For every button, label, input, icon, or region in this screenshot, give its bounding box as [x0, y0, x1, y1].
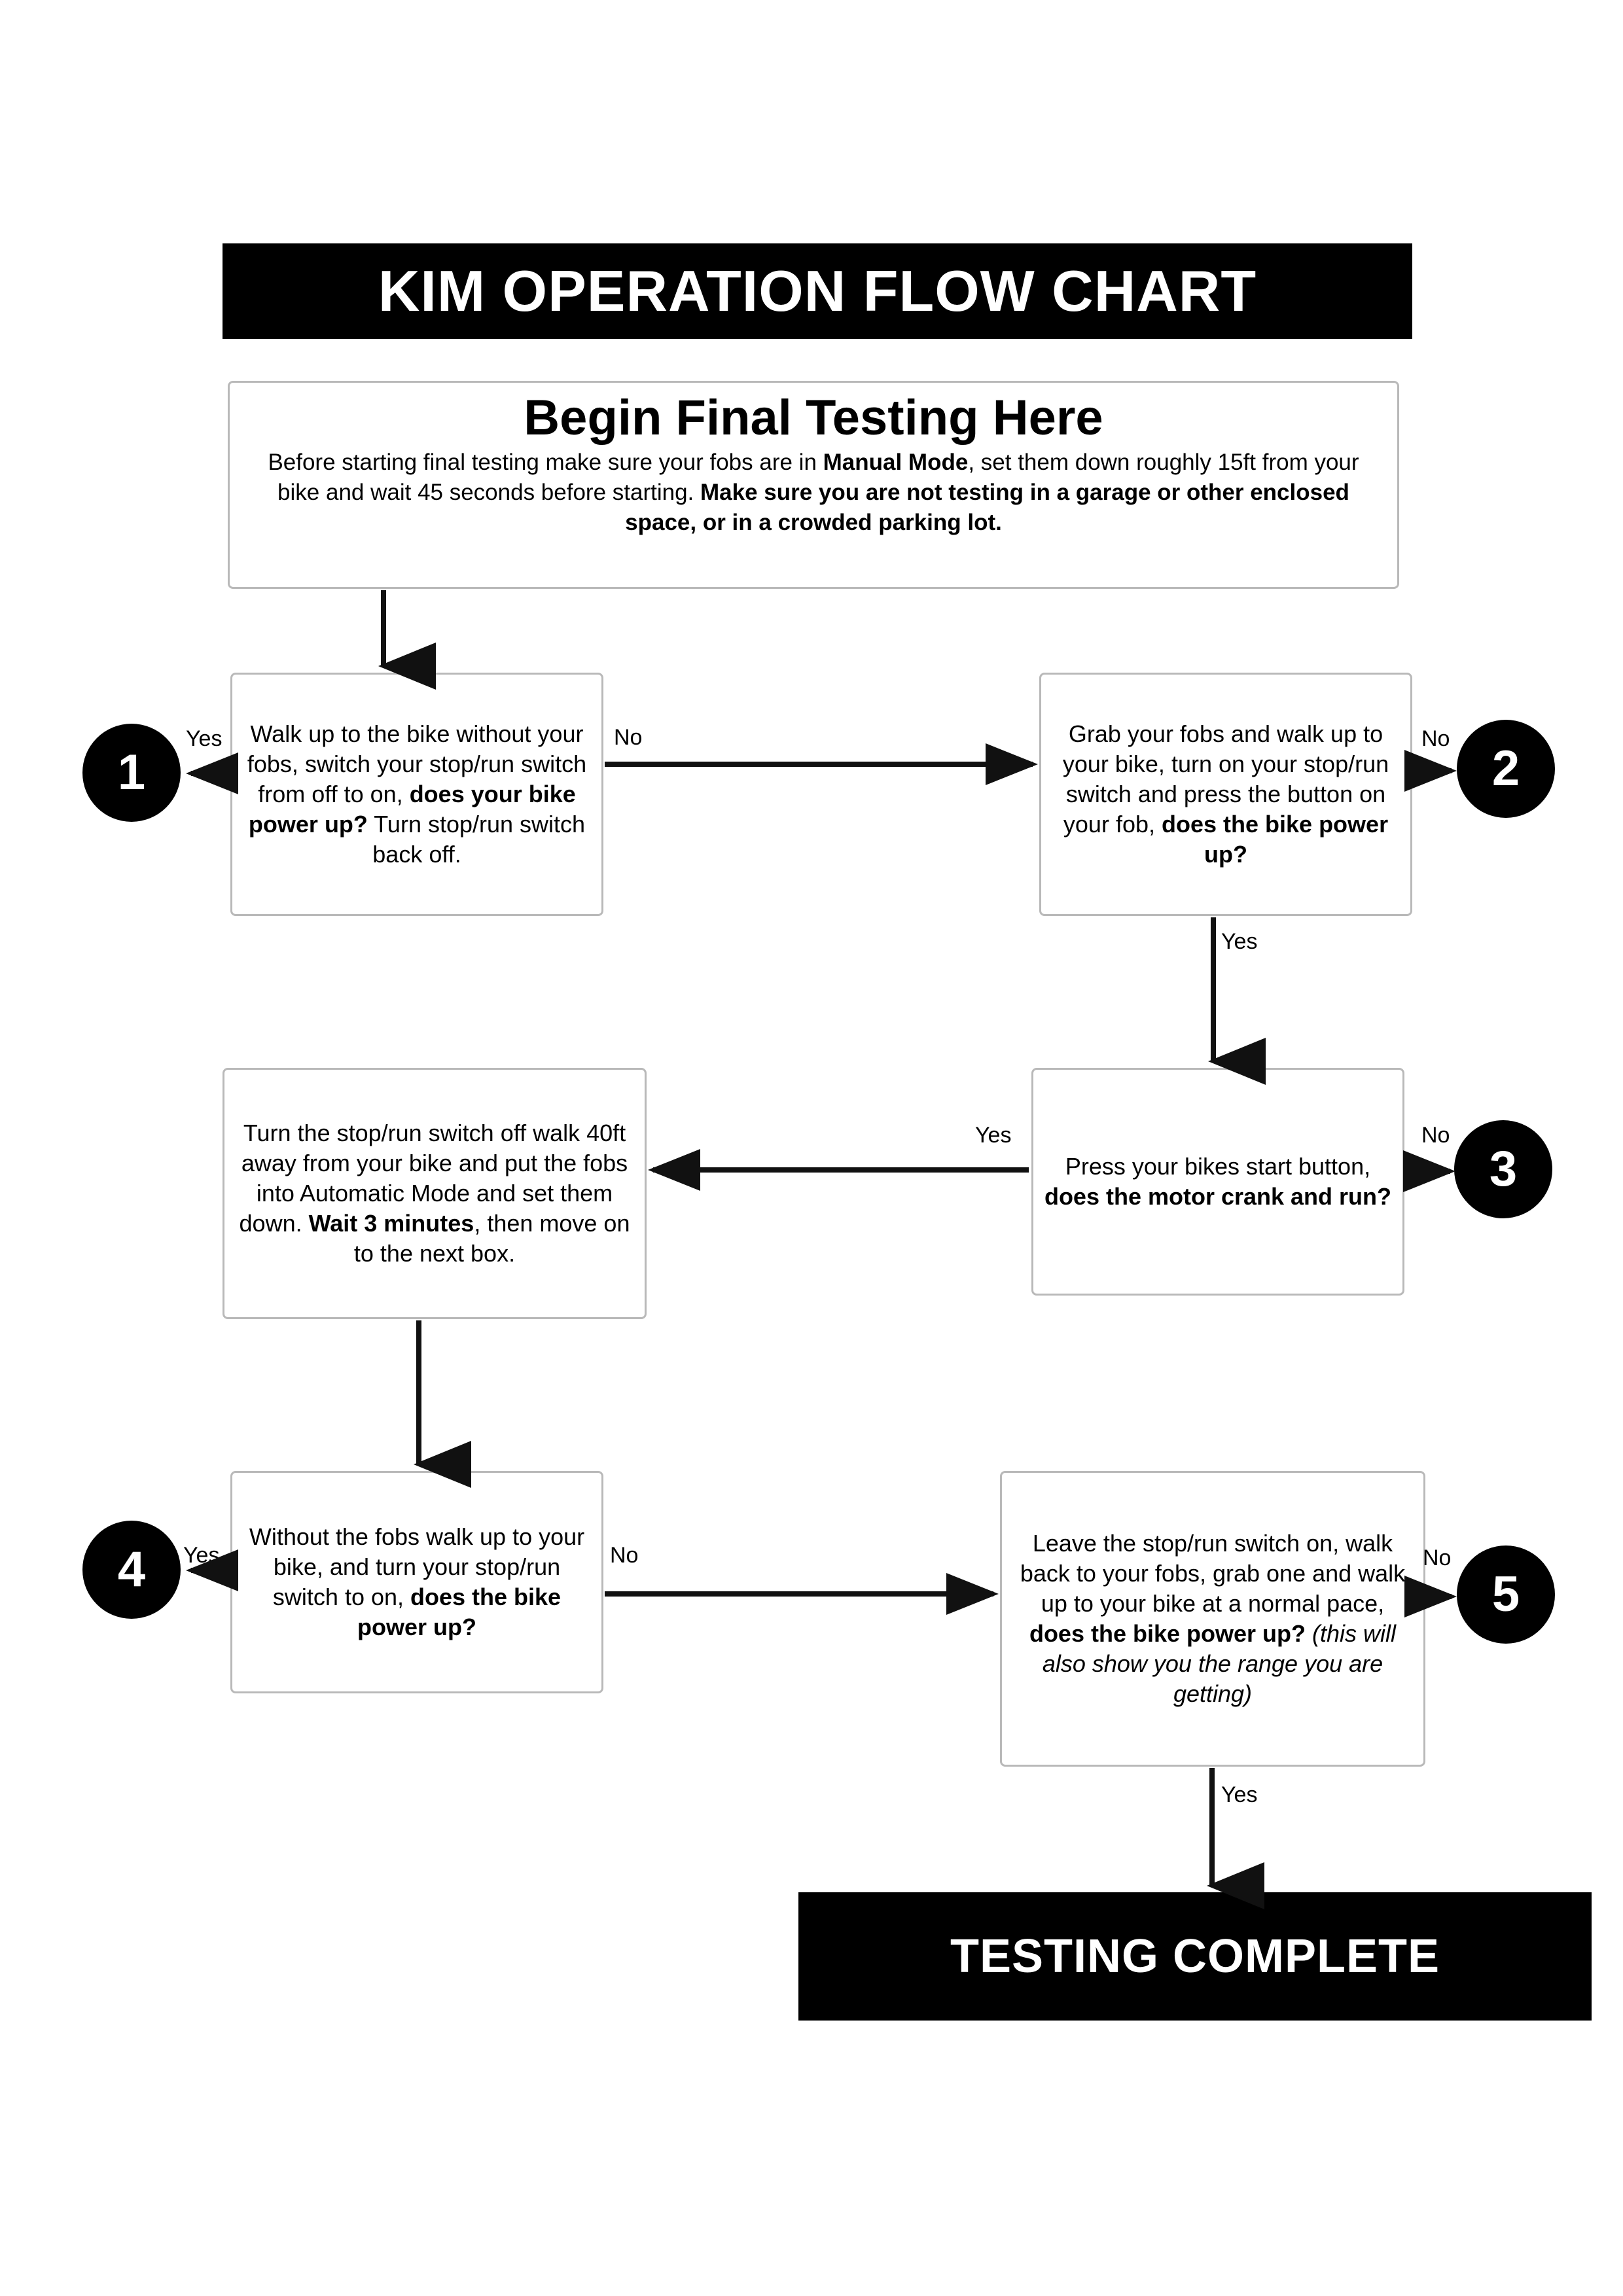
box4-text-bold-1: does the bike power up? [357, 1583, 562, 1641]
edge-label-yes-box3: Yes [975, 1123, 1012, 1148]
edge-label-no-box2: No [1421, 726, 1450, 751]
outcome-circle-4: 4 [82, 1521, 181, 1619]
edge-label-no-box4: No [610, 1543, 639, 1568]
step-box-3: Press your bikes start button, does the … [1031, 1068, 1404, 1296]
outcome-circle-1: 1 [82, 724, 181, 822]
box5-text-italic-1: (this will also show you the range you a… [1042, 1620, 1397, 1708]
wait-text-part-1: Turn the stop/run switch off walk 40ft a… [239, 1119, 628, 1237]
outcome-circle-3: 3 [1454, 1120, 1552, 1218]
step-box-4-text: Without the fobs walk up to your bike, a… [241, 1522, 592, 1642]
outcome-circle-5-label: 5 [1491, 1566, 1520, 1622]
intro-body-bold-warning: Make sure you are not testing in a garag… [625, 479, 1349, 535]
chart-title-text: KIM OPERATION FLOW CHART [378, 258, 1257, 323]
box1-text-part-2: Turn stop/run switch back off. [367, 811, 586, 868]
intro-body-part-1: Before starting final testing make sure … [268, 449, 823, 475]
intro-box: Begin Final Testing Here Before starting… [228, 381, 1399, 589]
intro-body-bold-manual-mode: Manual Mode [823, 449, 969, 475]
outcome-circle-3-label: 3 [1489, 1141, 1518, 1197]
outcome-circle-5: 5 [1457, 1545, 1555, 1644]
intro-body: Before starting final testing make sure … [247, 448, 1380, 539]
step-box-5-text: Leave the stop/run switch on, walk back … [1011, 1528, 1414, 1709]
step-box-2-text: Grab your fobs and walk up to your bike,… [1050, 719, 1401, 870]
outcome-circle-2: 2 [1457, 720, 1555, 818]
box1-text-bold-1: does your bike power up? [248, 780, 576, 838]
outcome-circle-4-label: 4 [117, 1542, 146, 1597]
outcome-circle-2-label: 2 [1491, 741, 1520, 796]
edge-label-yes-box5: Yes [1221, 1782, 1258, 1807]
chart-title-banner: KIM OPERATION FLOW CHART [223, 243, 1412, 339]
edge-label-no-box5: No [1423, 1545, 1452, 1570]
wait-text-part-2: , then move on to the next box. [353, 1210, 630, 1267]
step-box-5: Leave the stop/run switch on, walk back … [1000, 1471, 1425, 1767]
step-box-1: Walk up to the bike without your fobs, s… [230, 673, 603, 916]
box2-text-bold-1: does the bike power up? [1162, 811, 1389, 868]
box1-text-part-1: Walk up to the bike without your fobs, s… [247, 720, 587, 807]
edge-label-no-box1: No [614, 725, 643, 750]
edge-label-yes-box1: Yes [186, 726, 223, 751]
step-box-4: Without the fobs walk up to your bike, a… [230, 1471, 603, 1693]
edge-label-yes-box2: Yes [1221, 929, 1258, 954]
intro-body-part-2: , set them down roughly 15ft from your b… [277, 449, 1359, 505]
box3-text-part-1: Press your bikes start button, [1065, 1152, 1371, 1180]
box5-text-bold-1: does the bike power up? [1029, 1620, 1306, 1647]
intro-heading: Begin Final Testing Here [524, 390, 1103, 446]
terminal-banner-label: TESTING COMPLETE [950, 1930, 1440, 1983]
box2-text-part-1: Grab your fobs and walk up to your bike,… [1062, 720, 1389, 838]
box3-text-bold-1: does the motor crank and run? [1044, 1183, 1392, 1210]
edge-label-no-box3: No [1421, 1123, 1450, 1148]
step-box-3-text: Press your bikes start button, does the … [1043, 1152, 1393, 1212]
step-box-2: Grab your fobs and walk up to your bike,… [1039, 673, 1412, 916]
step-box-1-text: Walk up to the bike without your fobs, s… [241, 719, 592, 870]
terminal-banner: TESTING COMPLETE [798, 1892, 1592, 2021]
step-box-wait-text: Turn the stop/run switch off walk 40ft a… [234, 1118, 635, 1269]
edge-label-yes-box4: Yes [183, 1543, 220, 1568]
box4-text-part-1: Without the fobs walk up to your bike, a… [249, 1523, 585, 1610]
step-box-wait: Turn the stop/run switch off walk 40ft a… [223, 1068, 647, 1319]
outcome-circle-1-label: 1 [117, 745, 146, 800]
box5-text-part-1: Leave the stop/run switch on, walk back … [1020, 1529, 1406, 1617]
wait-text-bold-1: Wait 3 minutes [308, 1210, 474, 1237]
